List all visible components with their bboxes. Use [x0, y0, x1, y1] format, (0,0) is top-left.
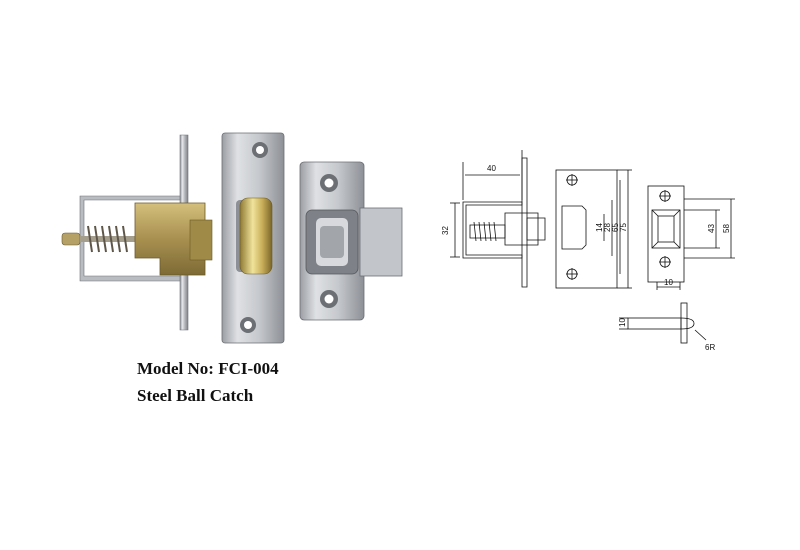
- dim-14: 14: [595, 223, 604, 232]
- side-view-drawing: [450, 150, 546, 288]
- dim-pin-10: 10: [618, 318, 627, 327]
- dim-28: 28: [603, 223, 612, 232]
- dim-43: 43: [707, 224, 716, 233]
- face-plate-drawing: [555, 169, 632, 289]
- pin-detail-drawing: [619, 302, 707, 344]
- dim-75: 75: [619, 223, 628, 232]
- dim-65: 65: [611, 223, 620, 232]
- model-number: Model No: FCI-004: [137, 359, 279, 378]
- dim-40: 40: [487, 164, 496, 173]
- product-name: Steel Ball Catch: [137, 386, 254, 405]
- dim-58: 58: [722, 224, 731, 233]
- dim-6r: 6R: [705, 343, 715, 352]
- dim-10: 10: [664, 278, 673, 287]
- dim-32: 32: [441, 226, 450, 235]
- face-plate-image: [221, 132, 285, 344]
- latch-body-image: [61, 134, 213, 331]
- strike-plate-drawing: [647, 185, 735, 290]
- strike-plate-image: [299, 161, 403, 321]
